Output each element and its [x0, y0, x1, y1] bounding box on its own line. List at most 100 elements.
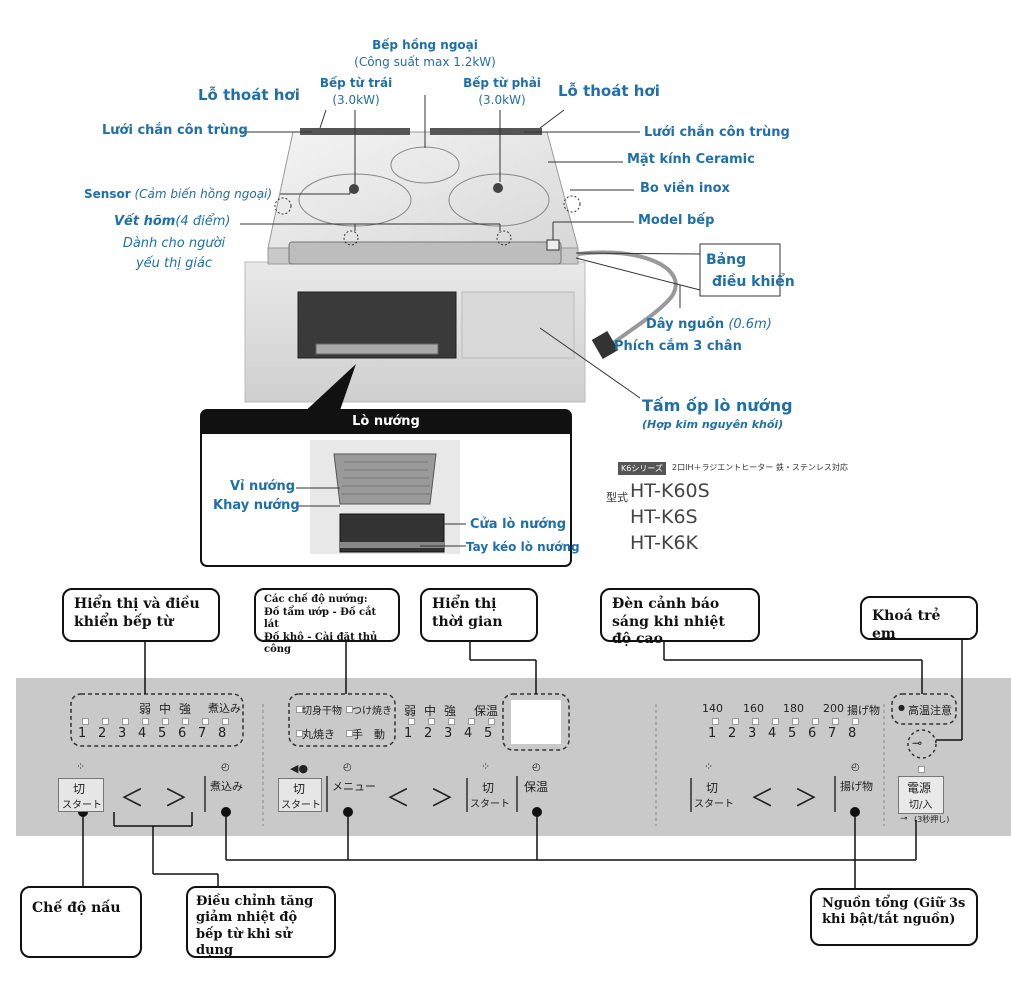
grill-rack-label: Vỉ nướng: [230, 479, 296, 494]
indicator-led: [852, 718, 859, 725]
left-sensor-dot: [349, 184, 359, 194]
indicator-led: [346, 706, 353, 713]
grill-menu-button[interactable]: メニュー: [326, 776, 376, 812]
grill-start2-label: スタート: [470, 799, 510, 810]
sensor-marker-left: [274, 197, 292, 215]
callout-heat-warning: Đèn cảnh báo sáng khi nhiệt độ cao: [600, 588, 760, 647]
indicator-led: [772, 718, 779, 725]
callout-main-power: Nguồn tổng (Giữ 3s khi bật/tắt nguồn): [810, 888, 978, 946]
indicator-led: [346, 730, 353, 737]
model-label: Model bếp: [638, 213, 715, 228]
vent-label-right: Lỗ thoát hơi: [558, 82, 660, 100]
dent-marker-left: [343, 230, 359, 246]
indicator-led: [732, 718, 739, 725]
keep-warm-button[interactable]: 保温: [516, 776, 560, 812]
indicator-led: [222, 718, 229, 725]
right-ih-fry-btn-label: 揚げ物: [840, 780, 873, 793]
right-ih-level-4: 4: [768, 726, 777, 741]
grill-heat-high: 強: [444, 704, 457, 718]
indicator-led: [468, 718, 475, 725]
left-ih-start-button[interactable]: 切 スタート: [58, 778, 104, 812]
control-panel-label-2: điều khiển: [712, 274, 795, 290]
left-ih-level-5: 5: [158, 726, 167, 741]
cooktop-glass: [267, 131, 579, 249]
oven-handle-label: Tay kéo lò nướng: [466, 540, 580, 554]
key-lock-icon: ⊸: [912, 736, 923, 750]
right-ih-decrease-button[interactable]: ＜: [750, 784, 774, 812]
oven-pointer: [300, 364, 356, 416]
right-ih-level-3: 3: [748, 726, 757, 741]
sensor-label: Sensor (Cảm biến hồng ngoại): [84, 187, 272, 201]
left-ih-heat-low: 弱: [139, 702, 152, 716]
grill-off-start-button[interactable]: 切 スタート: [466, 778, 510, 812]
high-temp-lamp: ●: [898, 703, 905, 712]
cook-mode-icon: ⁘: [76, 760, 86, 773]
grill-increase-button[interactable]: ＞: [430, 784, 454, 812]
plug: [591, 330, 619, 360]
grill-modes-line-2: Đồ khô - Cài đặt thủ công: [264, 631, 378, 656]
power-cord-label: Dây nguồn (0.6m): [646, 317, 772, 332]
vent-label-left: Lỗ thoát hơi: [198, 86, 300, 104]
grill-decrease-button[interactable]: ＜: [386, 784, 410, 812]
model-name-1: HT-K60S: [630, 480, 710, 502]
left-ih-off-label: 切: [73, 782, 86, 796]
right-ih-fry-button[interactable]: 揚げ物: [834, 776, 878, 812]
left-ih-simmer-button[interactable]: 煮込み: [204, 776, 248, 812]
indicator-led: [832, 718, 839, 725]
grill-level-1: 1: [404, 726, 413, 741]
dent-label-main: Vết hõm: [114, 214, 176, 229]
grill-start-button[interactable]: 切 スタート: [278, 778, 322, 812]
right-ih-start-label: スタート: [694, 799, 734, 810]
model-type-label: 型式: [606, 491, 628, 504]
grill-level-3: 3: [444, 726, 453, 741]
right-ih-temp-140: 140: [702, 702, 723, 715]
indicator-led: [122, 718, 129, 725]
indicator-led: [182, 718, 189, 725]
left-ih-title: Bếp từ trái: [319, 76, 393, 90]
grill-keep-warm-label: 保温: [474, 704, 499, 718]
indicator-led: [448, 718, 455, 725]
right-ih-start-button[interactable]: 切 スタート: [690, 778, 734, 812]
vent-right: [430, 128, 542, 135]
sensor-marker-right: [563, 195, 581, 213]
left-ih-heat-mid: 中: [159, 702, 172, 716]
left-ih-heat-high: 強: [179, 702, 192, 716]
dent-desc-2: yếu thị giác: [135, 256, 213, 271]
grill-modes-line-1: Đồ tẩm ướp - Đồ cắt lát: [264, 606, 377, 631]
main-power-button[interactable]: 電源 切/入: [898, 776, 944, 814]
grill-start-label: スタート: [281, 800, 321, 811]
child-lock-group: [907, 729, 937, 759]
keep-warm-btn-label: 保温: [524, 780, 549, 794]
right-ih-increase-button[interactable]: ＞: [794, 784, 818, 812]
right-ih-power: (3.0kW): [478, 93, 526, 107]
model-plate: [546, 239, 560, 251]
ceramic-glass-label: Mặt kính Ceramic: [627, 152, 755, 167]
grill-mode-4: 手 動: [352, 728, 385, 741]
grill-menu-label: メニュー: [332, 780, 376, 793]
right-ih-burner: [448, 173, 550, 227]
oven-handle: [315, 343, 439, 355]
callout-cook-mode: Chế độ nấu: [20, 886, 142, 958]
timer-icon-left: ◴: [221, 762, 230, 773]
right-ih-temp-180: 180: [783, 702, 804, 715]
indicator-led: [82, 718, 89, 725]
left-ih-level-4: 4: [138, 726, 147, 741]
indicator-led: [712, 718, 719, 725]
lock-hold-text: (3秒押し): [914, 815, 950, 824]
oven-door-label: Cửa lò nướng: [470, 517, 567, 532]
power-btn-label-1: 電源: [907, 781, 932, 795]
left-ih-level-8: 8: [218, 726, 227, 741]
left-ih-start-label: スタート: [62, 800, 102, 811]
left-ih-increase-button[interactable]: ＞: [164, 784, 188, 812]
grill-level-5: 5: [484, 726, 493, 741]
left-ih-decrease-button[interactable]: ＜: [120, 784, 144, 812]
grill-off2-label: 切: [482, 781, 495, 795]
steel-frame-label: Bo viền inox: [640, 181, 730, 196]
timer-display: [511, 700, 561, 744]
right-ih-off-label: 切: [706, 781, 719, 795]
right-ih-level-8: 8: [848, 726, 857, 741]
indicator-led: [162, 718, 169, 725]
grill-mode-1: 切身干物: [302, 706, 342, 717]
grill-rack-shape: [333, 453, 437, 505]
